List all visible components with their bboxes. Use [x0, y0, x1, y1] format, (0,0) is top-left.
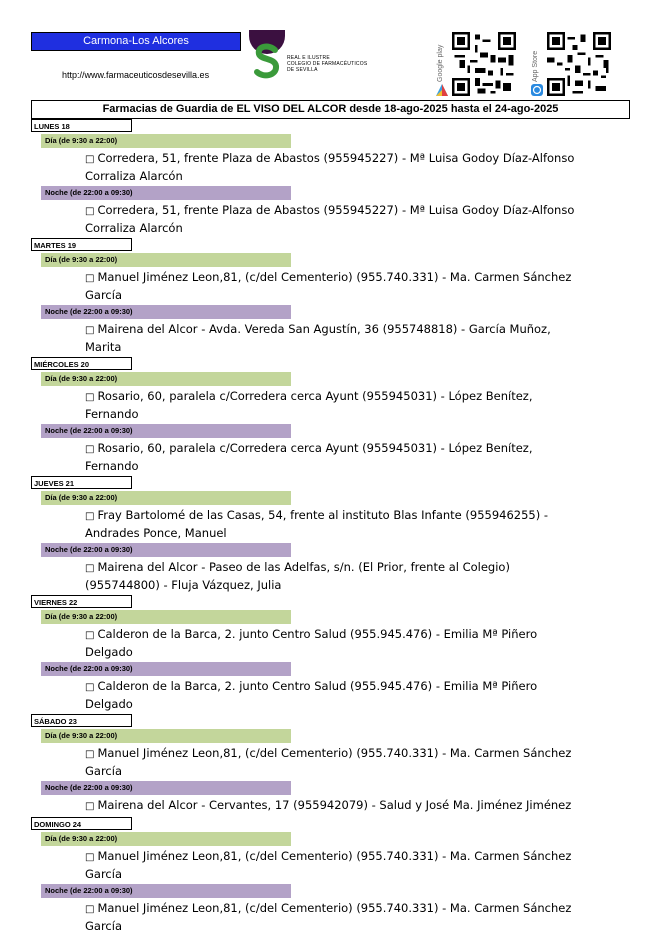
night-shift-header: Noche (de 22:00 a 09:30) [41, 305, 291, 319]
checkbox-bullet-icon: □ [85, 682, 95, 693]
day-label: VIERNES 22 [31, 595, 132, 608]
night-shift-header: Noche (de 22:00 a 09:30) [41, 781, 291, 795]
pharmacy-entry-text: Rosario, 60, paralela c/Corredera cerca … [85, 441, 533, 473]
day-label: JUEVES 21 [31, 476, 132, 489]
day-label: MARTES 19 [31, 238, 132, 251]
region-label: Carmona-Los Alcores [31, 32, 241, 51]
pharmacy-entry: □Corredera, 51, frente Plaza de Abastos … [85, 202, 575, 236]
app-store-label: App Store [532, 50, 539, 82]
pharmacy-entry-text: Corredera, 51, frente Plaza de Abastos (… [85, 151, 575, 183]
checkbox-bullet-icon: □ [85, 801, 95, 812]
college-logo [249, 30, 285, 79]
checkbox-bullet-icon: □ [85, 563, 95, 574]
checkbox-bullet-icon: □ [85, 511, 95, 522]
pharmacy-entry: □Manuel Jiménez Leon,81, (c/del Cementer… [85, 269, 575, 303]
pharmacy-entry: □Corredera, 51, frente Plaza de Abastos … [85, 150, 575, 184]
day-shift-header: Día (de 9:30 a 22:00) [41, 610, 291, 624]
pharmacy-entry: □Mairena del Alcor - Avda. Vereda San Ag… [85, 321, 575, 355]
day-label: MIÉRCOLES 20 [31, 357, 132, 370]
checkbox-bullet-icon: □ [85, 852, 95, 863]
day-label: LUNES 18 [31, 119, 132, 132]
pharmacy-entry: □Calderon de la Barca, 2. junto Centro S… [85, 626, 575, 660]
checkbox-bullet-icon: □ [85, 444, 95, 455]
google-play-icon[interactable] [436, 84, 448, 96]
pharmacy-entry-text: Mairena del Alcor - Paseo de las Adelfas… [85, 560, 510, 592]
pharmacy-entry-text: Manuel Jiménez Leon,81, (c/del Cementeri… [85, 901, 572, 933]
website-link[interactable]: http://www.farmaceuticosdesevilla.es [62, 70, 210, 80]
pharmacy-entry: □Rosario, 60, paralela c/Corredera cerca… [85, 388, 575, 422]
pharmacy-entry: □Fray Bartolomé de las Casas, 54, frente… [85, 507, 575, 541]
day-shift-header: Día (de 9:30 a 22:00) [41, 832, 291, 846]
pharmacy-entry-text: Manuel Jiménez Leon,81, (c/del Cementeri… [85, 746, 572, 778]
checkbox-bullet-icon: □ [85, 273, 95, 284]
pharmacy-entry: □Mairena del Alcor - Cervantes, 17 (9559… [85, 797, 575, 815]
pharmacy-entry-text: Rosario, 60, paralela c/Corredera cerca … [85, 389, 533, 421]
pharmacy-entry-text: Mairena del Alcor - Cervantes, 17 (95594… [97, 798, 572, 812]
page-title: Farmacias de Guardia de EL VISO DEL ALCO… [31, 100, 630, 119]
pharmacy-entry: □Mairena del Alcor - Paseo de las Adelfa… [85, 559, 575, 593]
day-shift-header: Día (de 9:30 a 22:00) [41, 253, 291, 267]
pharmacy-entry-text: Manuel Jiménez Leon,81, (c/del Cementeri… [85, 270, 572, 302]
checkbox-bullet-icon: □ [85, 392, 95, 403]
night-shift-header: Noche (de 22:00 a 09:30) [41, 662, 291, 676]
pharmacy-entry-text: Manuel Jiménez Leon,81, (c/del Cementeri… [85, 849, 572, 881]
day-label: SÁBADO 23 [31, 714, 132, 727]
night-shift-header: Noche (de 22:00 a 09:30) [41, 543, 291, 557]
pharmacy-entry-text: Calderon de la Barca, 2. junto Centro Sa… [85, 627, 538, 659]
day-shift-header: Día (de 9:30 a 22:00) [41, 491, 291, 505]
pharmacy-entry: □Rosario, 60, paralela c/Corredera cerca… [85, 440, 575, 474]
pharmacy-entry-text: Mairena del Alcor - Avda. Vereda San Agu… [85, 322, 551, 354]
day-label: DOMINGO 24 [31, 817, 132, 830]
pharmacy-entry: □Calderon de la Barca, 2. junto Centro S… [85, 678, 575, 712]
pharmacy-entry-text: Calderon de la Barca, 2. junto Centro Sa… [85, 679, 538, 711]
pharmacy-entry: □Manuel Jiménez Leon,81, (c/del Cementer… [85, 848, 575, 882]
pharmacy-entry: □Manuel Jiménez Leon,81, (c/del Cementer… [85, 900, 575, 934]
checkbox-bullet-icon: □ [85, 325, 95, 336]
google-play-label: Google play [437, 44, 444, 82]
checkbox-bullet-icon: □ [85, 206, 95, 217]
day-shift-header: Día (de 9:30 a 22:00) [41, 134, 291, 148]
night-shift-header: Noche (de 22:00 a 09:30) [41, 186, 291, 200]
checkbox-bullet-icon: □ [85, 904, 95, 915]
college-name: REAL E ILUSTRE COLEGIO DE FARMACÉUTICOS … [287, 55, 368, 73]
day-shift-header: Día (de 9:30 a 22:00) [41, 372, 291, 386]
checkbox-bullet-icon: □ [85, 154, 95, 165]
app-store-icon[interactable] [531, 84, 543, 96]
pharmacy-entry-text: Corredera, 51, frente Plaza de Abastos (… [85, 203, 575, 235]
night-shift-header: Noche (de 22:00 a 09:30) [41, 884, 291, 898]
pharmacy-entry: □Manuel Jiménez Leon,81, (c/del Cementer… [85, 745, 575, 779]
app-store-qr-code[interactable] [547, 32, 611, 96]
checkbox-bullet-icon: □ [85, 749, 95, 760]
checkbox-bullet-icon: □ [85, 630, 95, 641]
pharmacy-entry-text: Fray Bartolomé de las Casas, 54, frente … [85, 508, 549, 540]
night-shift-header: Noche (de 22:00 a 09:30) [41, 424, 291, 438]
google-play-qr-code[interactable] [452, 32, 516, 96]
day-shift-header: Día (de 9:30 a 22:00) [41, 729, 291, 743]
